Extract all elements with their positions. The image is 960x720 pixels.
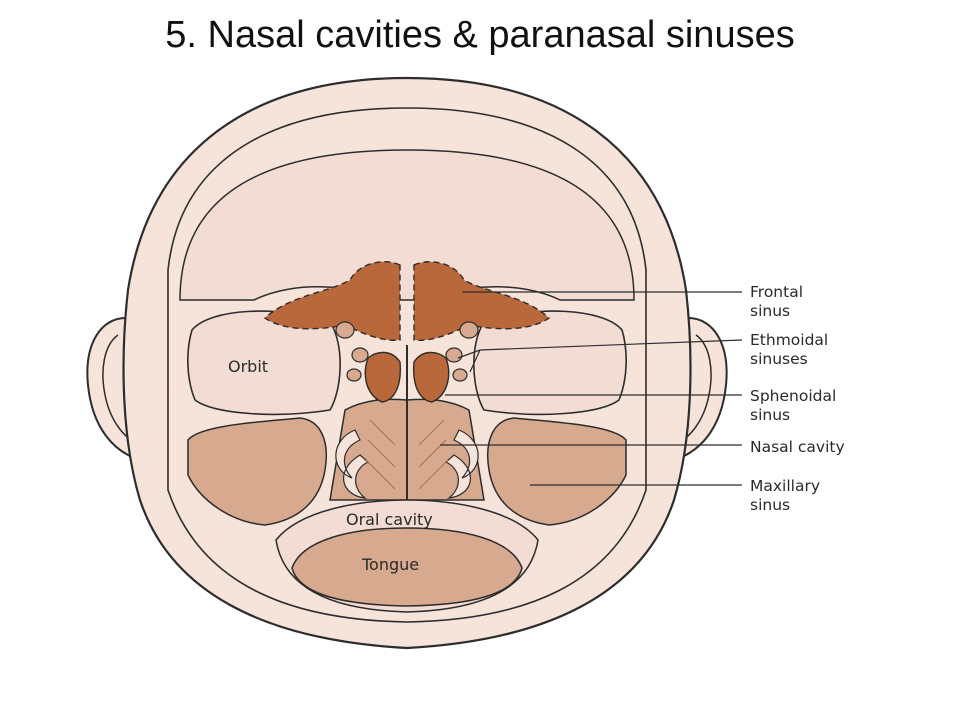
right-conchae: [444, 429, 479, 499]
callout-maxillary-sinus: Maxillary sinus: [750, 477, 825, 514]
callout-nasal-cavity: Nasal cavity: [750, 438, 845, 456]
right-ethmoidal-sinuses: [445, 321, 479, 382]
leader-lines: [440, 291, 743, 486]
leader-ethmoidal-sinuses: [457, 339, 743, 373]
label-oral-cavity: Oral cavity: [346, 510, 433, 529]
left-ethmoidal-sinuses: [335, 321, 369, 382]
label-orbit: Orbit: [228, 357, 268, 376]
callout-sphenoidal-sinus: Sphenoidal sinus: [750, 387, 841, 424]
label-tongue: Tongue: [361, 555, 419, 574]
callout-frontal-sinus: Frontal sinus: [750, 283, 808, 320]
skull-outline: [167, 107, 647, 623]
left-orbit: [187, 310, 341, 416]
callout-ethmoidal-sinuses: Ethmoidal sinuses: [750, 331, 833, 368]
left-frontal-sinus: [263, 261, 401, 342]
page-title: 5. Nasal cavities & paranasal sinuses: [165, 14, 795, 56]
right-frontal-sinus: [413, 261, 551, 342]
nasal-mucosa-hatching: [365, 419, 449, 490]
left-conchae: [335, 429, 370, 499]
sphenoidal-sinus: [364, 351, 450, 403]
left-maxillary-sinus: [187, 417, 327, 526]
tongue: [291, 527, 523, 607]
right-orbit: [473, 310, 627, 416]
